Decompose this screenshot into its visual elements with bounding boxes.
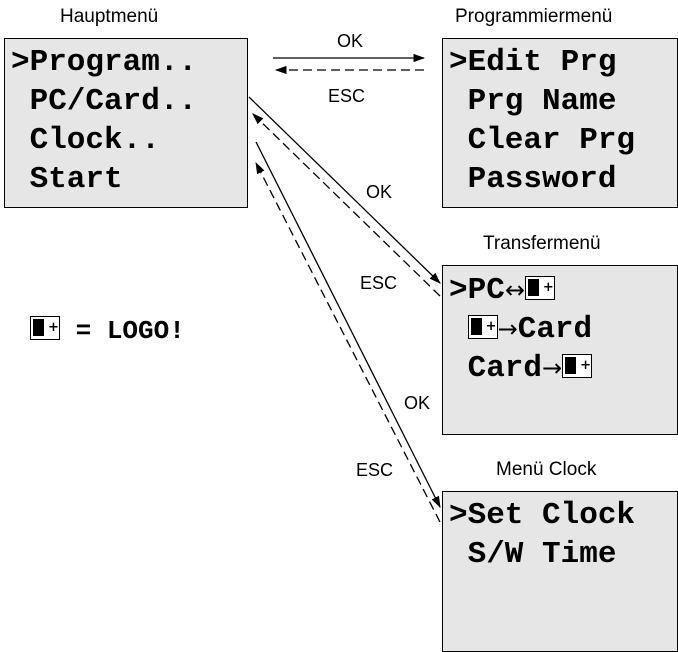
legend-text: = LOGO!	[75, 316, 185, 346]
legend: + = LOGO!	[30, 313, 185, 349]
clock-menu-line-set-clock: >Set Clock	[449, 498, 636, 533]
esc-label-clock: ESC	[356, 460, 394, 480]
program-menu-title: Programmiermenü	[455, 6, 613, 27]
esc-label-transfer: ESC	[360, 273, 398, 293]
main-menu-line-program: >Program..	[11, 45, 198, 80]
bidirectional-arrow-icon: ↔	[504, 276, 525, 304]
main-menu-line-start: Start	[11, 162, 123, 197]
main-menu-title: Hauptmenü	[60, 6, 159, 27]
transfer-line3-prefix: Card	[449, 351, 543, 386]
clock-menu-display: >Set Clock S/W Time	[442, 491, 678, 652]
logo-module-icon: +	[467, 315, 498, 339]
esc-arrow-from-transfer	[252, 113, 441, 297]
ok-arrow-to-clock	[255, 141, 441, 509]
transfer-menu-line-to-card: +→Card	[449, 311, 592, 348]
program-menu-line-edit: >Edit Prg	[449, 45, 617, 80]
ok-arrow-to-transfer	[248, 96, 441, 284]
logo-module-icon: +	[562, 354, 593, 378]
program-menu-display: >Edit Prg Prg Name Clear Prg Password	[442, 38, 678, 208]
right-arrow-icon: →	[497, 315, 518, 343]
ok-label-clock: OK	[404, 393, 431, 413]
ok-label-transfer: OK	[366, 182, 393, 202]
transfer-menu-display: >PC↔+ +→Card Card→+	[442, 265, 678, 435]
clock-menu-line-sw-time: S/W Time	[449, 537, 617, 572]
main-menu-display: >Program.. PC/Card.. Clock.. Start	[4, 38, 248, 208]
transfer-line1-prefix: >PC	[449, 273, 505, 308]
logo-module-icon: +	[524, 276, 555, 300]
program-menu-line-name: Prg Name	[449, 84, 617, 119]
transfer-menu-line-from-card: Card→+	[449, 350, 593, 387]
ok-label-program: OK	[337, 31, 364, 51]
program-menu-line-clear: Clear Prg	[449, 123, 636, 158]
esc-arrow-from-clock	[255, 161, 441, 523]
program-menu-line-password: Password	[449, 162, 617, 197]
logo-module-icon: +	[30, 316, 60, 340]
transfer-line2-suffix: Card	[517, 312, 593, 347]
transfer-menu-title: Transfermenü	[483, 233, 601, 254]
main-menu-line-pc-card: PC/Card..	[11, 84, 198, 119]
clock-menu-title: Menü Clock	[496, 459, 597, 480]
main-menu-line-clock: Clock..	[11, 123, 160, 158]
transfer-menu-line-pc: >PC↔+	[449, 272, 555, 309]
right-arrow-icon: →	[542, 354, 563, 382]
esc-label-program: ESC	[328, 86, 366, 106]
